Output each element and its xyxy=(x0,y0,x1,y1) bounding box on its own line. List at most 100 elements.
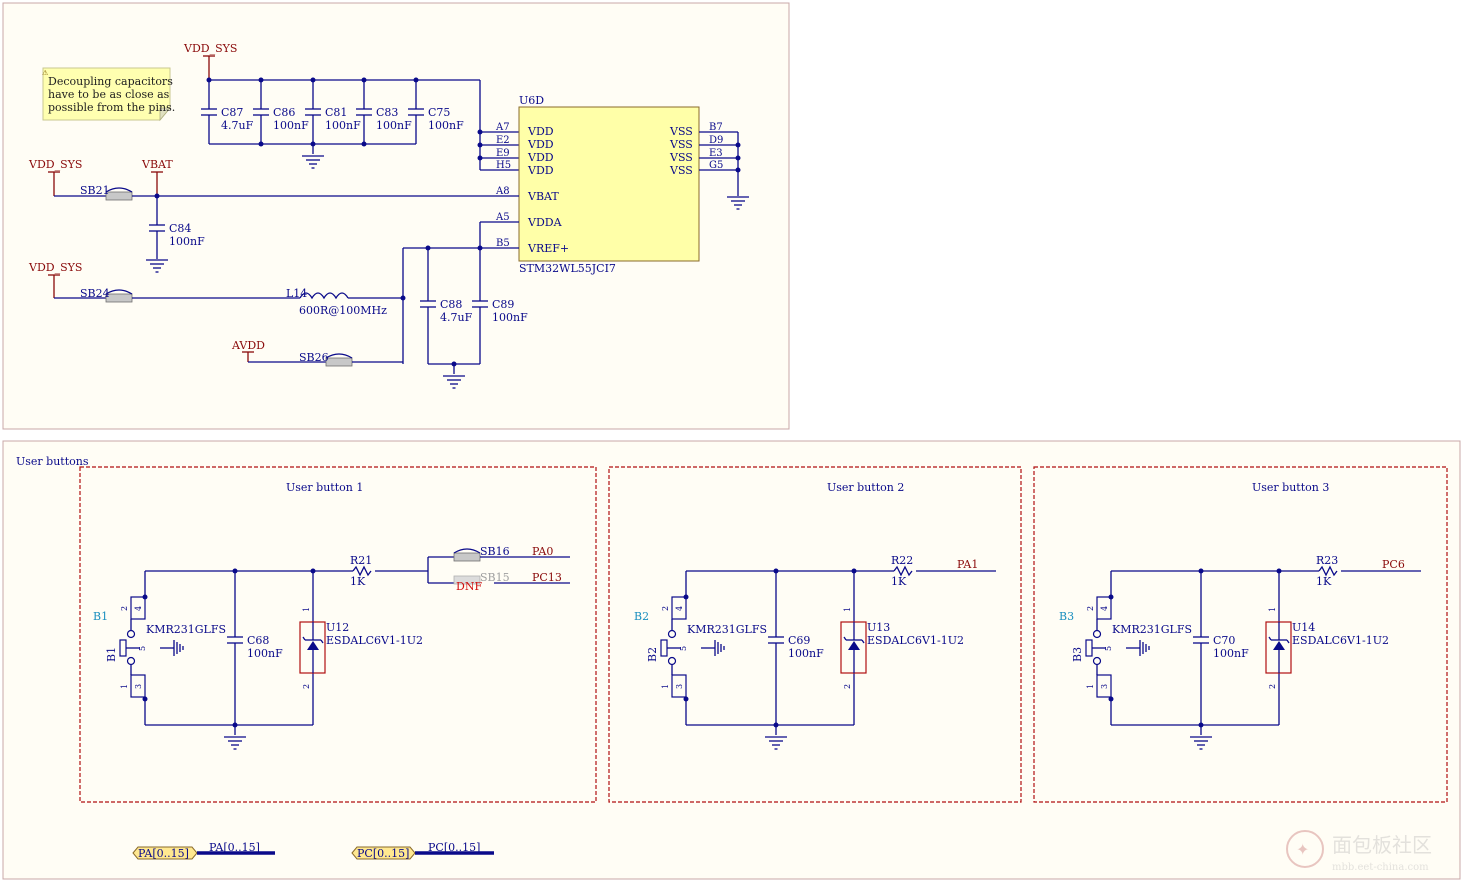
svg-text:5: 5 xyxy=(138,646,147,651)
svg-text:面包板社区: 面包板社区 xyxy=(1332,833,1432,857)
svg-text:SB15: SB15 xyxy=(480,571,510,584)
svg-text:PC13: PC13 xyxy=(532,571,562,584)
svg-text:VSS: VSS xyxy=(669,164,693,177)
capacitor-c81: C81 100nF xyxy=(304,80,361,144)
decoupling-capacitor-bank: C87 4.7uF C86 100nF C81 100nF C83 100nF … xyxy=(200,77,480,169)
svg-text:User button 2: User button 2 xyxy=(827,481,904,494)
svg-text:1: 1 xyxy=(661,684,670,689)
svg-text:E3: E3 xyxy=(709,148,723,159)
svg-text:U14: U14 xyxy=(1292,621,1315,634)
svg-text:100nF: 100nF xyxy=(273,119,309,132)
svg-text:VDD: VDD xyxy=(527,151,554,164)
svg-text:C83: C83 xyxy=(376,106,398,119)
svg-text:100nF: 100nF xyxy=(492,311,528,324)
capacitor-c89: C89 100nF xyxy=(471,248,528,364)
svg-text:100nF: 100nF xyxy=(169,235,205,248)
svg-text:G5: G5 xyxy=(709,160,723,171)
svg-text:2: 2 xyxy=(302,684,311,689)
svg-text:B7: B7 xyxy=(709,122,723,133)
vdda-section: VDD_SYS SB24 L14 600R@100MHz AVDD SB xyxy=(28,221,528,389)
svg-text:100nF: 100nF xyxy=(376,119,412,132)
note-line-1: Decoupling capacitors xyxy=(48,75,173,88)
svg-text:VBAT: VBAT xyxy=(141,158,173,171)
watermark-logo: ✦ 面包板社区 mbb.eet-china.com xyxy=(1286,830,1432,873)
svg-text:2: 2 xyxy=(843,684,852,689)
design-note: ⚠ Decoupling capacitors have to be as cl… xyxy=(42,67,175,122)
svg-text:VBAT: VBAT xyxy=(527,190,559,203)
svg-text:H5: H5 xyxy=(496,160,511,171)
svg-text:1K: 1K xyxy=(1316,575,1332,588)
solder-bridge-sb16: SB16 xyxy=(453,545,510,562)
svg-text:VREF+: VREF+ xyxy=(527,242,569,255)
svg-text:L14: L14 xyxy=(286,287,307,300)
svg-text:VDD: VDD xyxy=(527,138,554,151)
svg-text:E9: E9 xyxy=(496,148,510,159)
svg-text:U12: U12 xyxy=(326,621,349,634)
svg-text:5: 5 xyxy=(1104,646,1113,651)
svg-text:VSS: VSS xyxy=(669,125,693,138)
capacitor-c86: C86 100nF xyxy=(252,80,309,144)
svg-text:1K: 1K xyxy=(350,575,366,588)
svg-text:PA[0..15]: PA[0..15] xyxy=(138,847,189,860)
svg-text:✦: ✦ xyxy=(1296,840,1309,859)
svg-text:C86: C86 xyxy=(273,106,295,119)
bus-pa: PA[0..15] PA[0..15] xyxy=(132,841,275,860)
svg-text:100nF: 100nF xyxy=(325,119,361,132)
capacitor-c87: C87 4.7uF xyxy=(200,80,254,144)
svg-text:3: 3 xyxy=(134,684,143,689)
svg-text:ESDALC6V1-1U2: ESDALC6V1-1U2 xyxy=(867,634,964,647)
svg-text:U6D: U6D xyxy=(519,94,544,107)
svg-text:ESDALC6V1-1U2: ESDALC6V1-1U2 xyxy=(1292,634,1389,647)
svg-text:4: 4 xyxy=(675,606,684,611)
svg-text:PC6: PC6 xyxy=(1382,558,1405,571)
note-line-2: have to be as close as xyxy=(48,88,170,101)
svg-text:C87: C87 xyxy=(221,106,243,119)
svg-text:VDD: VDD xyxy=(527,125,554,138)
svg-text:R23: R23 xyxy=(1316,554,1338,567)
svg-text:4: 4 xyxy=(134,606,143,611)
button1-net-options: SB16 PA0 SB15 DNF PC13 xyxy=(375,545,570,593)
svg-text:100nF: 100nF xyxy=(247,647,283,660)
svg-text:User button 3: User button 3 xyxy=(1252,481,1329,494)
svg-text:1: 1 xyxy=(302,607,311,612)
svg-text:DNF: DNF xyxy=(456,580,482,593)
svg-text:VDDA: VDDA xyxy=(527,216,563,229)
svg-text:VDD_SYS: VDD_SYS xyxy=(28,158,82,171)
svg-text:C75: C75 xyxy=(428,106,450,119)
svg-text:A5: A5 xyxy=(495,212,510,223)
svg-text:PA1: PA1 xyxy=(957,558,978,571)
svg-text:C81: C81 xyxy=(325,106,347,119)
svg-text:B2: B2 xyxy=(634,610,649,623)
capacitor-c75: C75 100nF xyxy=(407,80,464,144)
svg-text:C89: C89 xyxy=(492,298,514,311)
svg-text:B1: B1 xyxy=(105,647,118,662)
svg-text:1K: 1K xyxy=(891,575,907,588)
vdd-rail xyxy=(477,80,519,171)
svg-text:2: 2 xyxy=(1268,684,1277,689)
svg-text:D9: D9 xyxy=(709,135,723,146)
svg-text:3: 3 xyxy=(1100,684,1109,689)
vdd-sys-power-port-top: VDD_SYS xyxy=(183,42,237,80)
note-warning-icon: ⚠ xyxy=(42,69,48,77)
bus-pc: PC[0..15] PC[0..15] xyxy=(351,841,494,860)
solder-bridge-sb24: SB24 xyxy=(80,287,133,303)
svg-text:2: 2 xyxy=(661,606,670,611)
svg-text:User button 1: User button 1 xyxy=(286,481,363,494)
svg-text:600R@100MHz: 600R@100MHz xyxy=(299,304,387,317)
svg-text:KMR231GLFS: KMR231GLFS xyxy=(687,623,767,636)
svg-text:3: 3 xyxy=(675,684,684,689)
vbat-section: VDD_SYS VBAT SB21 C84 100nF xyxy=(28,158,519,273)
svg-text:C68: C68 xyxy=(247,634,269,647)
inductor-l14: L14 600R@100MHz xyxy=(286,287,387,317)
svg-text:E2: E2 xyxy=(496,135,510,146)
svg-text:1: 1 xyxy=(1268,607,1277,612)
svg-text:C69: C69 xyxy=(788,634,810,647)
svg-text:C84: C84 xyxy=(169,222,191,235)
svg-text:PA0: PA0 xyxy=(532,545,553,558)
svg-text:1: 1 xyxy=(120,684,129,689)
svg-text:VSS: VSS xyxy=(669,151,693,164)
svg-text:R21: R21 xyxy=(350,554,372,567)
svg-text:C88: C88 xyxy=(440,298,462,311)
